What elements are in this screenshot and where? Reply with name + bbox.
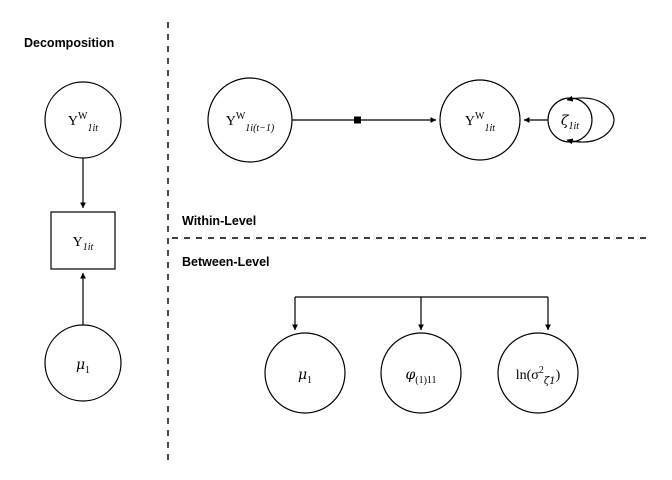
between-log-variance-node[interactable] [497,332,579,414]
between-log-variance-label: ln(σ2ζ1) [516,365,561,387]
within-level-label: Within-Level [182,214,256,228]
lagged-subscript: 1i(t−1) [245,123,275,134]
within-residual-label: ζ1it [561,113,579,132]
lagged-superscript: W [236,111,246,122]
between-level-label: Between-Level [182,255,270,269]
between-autoregressive-label: φ(1)11 [405,367,436,386]
between-lnvar-subscript: ζ1 [544,376,556,387]
observed-subscript: 1it [83,242,94,253]
observed-base: Y [73,235,83,250]
latent-superscript: W [78,111,88,122]
current-superscript: W [475,111,485,122]
current-base: Y [465,114,475,129]
between-mean-base: μ [298,367,307,383]
autoregression-square-marker [354,116,361,124]
decomposition-title: Decomposition [24,36,114,50]
within-lagged-node[interactable] [207,77,293,163]
within-current-label: YW1it [465,111,495,134]
latent-base: Y [68,114,78,129]
mean-subscript: 1 [85,365,90,376]
residual-base: ζ [561,113,570,129]
between-phi-subscript: (1)11 [415,375,436,386]
between-mean-label: μ1 [298,367,312,386]
between-phi-base: φ [405,367,415,383]
between-mean-node[interactable] [264,332,346,414]
between-autoregressive-node[interactable] [380,332,462,414]
within-current-node[interactable] [439,79,521,161]
decomposition-mean-label: μ1 [76,357,90,376]
between-lnvar-closing: ) [556,368,561,383]
lagged-base: Y [226,114,236,129]
between-mean-subscript: 1 [307,375,312,386]
within-lagged-label: YW1i(t−1) [226,111,275,134]
decomposition-observed-node[interactable] [50,211,116,270]
decomposition-observed-label: Y1it [73,235,94,253]
between-lnvar-superscript: 2 [539,365,544,376]
current-subscript: 1it [485,123,496,134]
mean-base: μ [76,357,85,373]
latent-subscript: 1it [88,123,99,134]
residual-subscript: 1it [569,121,580,132]
between-lnvar-base: ln(σ [516,368,540,383]
decomposition-mean-node[interactable] [44,324,122,402]
residual-variance-self-loop [566,95,615,145]
within-residual-node[interactable] [547,97,593,143]
decomposition-latent-within-label: YW1it [68,111,98,134]
